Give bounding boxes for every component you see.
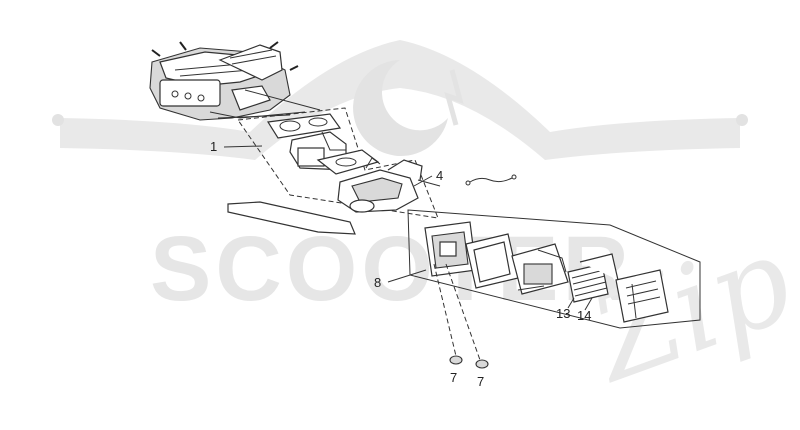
callout-13: 13 bbox=[556, 306, 570, 321]
hose-strap bbox=[227, 201, 356, 235]
carburetor bbox=[337, 157, 441, 213]
washer-left bbox=[449, 355, 463, 365]
callout-7-left: 7 bbox=[450, 370, 457, 385]
choke-cable bbox=[465, 174, 517, 186]
callout-8: 8 bbox=[374, 275, 381, 290]
callout-14: 14 bbox=[577, 308, 591, 323]
filter-cover bbox=[615, 269, 669, 323]
group-outline-1 bbox=[237, 107, 439, 219]
filter-housing bbox=[511, 243, 569, 295]
air-box-base bbox=[424, 221, 477, 277]
filter-frame bbox=[465, 233, 519, 289]
callout-1: 1 bbox=[210, 139, 217, 154]
callout-7-right: 7 bbox=[477, 374, 484, 389]
callout-leaders bbox=[223, 145, 593, 311]
engine-assembly bbox=[149, 41, 299, 121]
filter-element bbox=[567, 253, 619, 303]
washer-right bbox=[475, 359, 489, 369]
callout-4: 4 bbox=[436, 168, 443, 183]
bolt-leaders bbox=[433, 263, 489, 369]
